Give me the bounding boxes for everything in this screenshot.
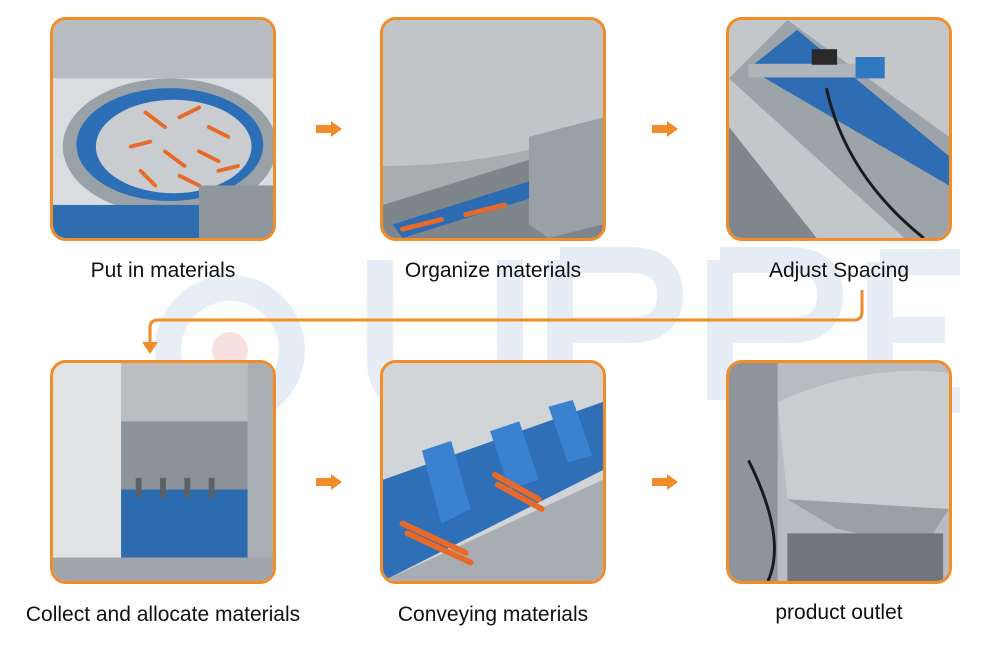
collecting-hopper-image	[53, 363, 273, 581]
step-1-label: Put in materials	[90, 259, 236, 282]
rotary-feeding-disc-image	[53, 20, 273, 238]
conveyor-sensor-image	[729, 20, 949, 238]
step-1-photo	[50, 17, 276, 241]
step-6-photo	[726, 360, 952, 584]
step-3-label: Adjust Spacing	[768, 259, 910, 282]
arrow-right-icon	[652, 121, 678, 137]
arrow-right-icon	[316, 474, 342, 490]
step-5-photo	[380, 360, 606, 584]
step-4-photo	[50, 360, 276, 584]
step-2-label: Organize materials	[404, 259, 582, 282]
step-6-label: product outlet	[775, 601, 903, 624]
guide-chute-image	[383, 20, 603, 238]
bucket-conveyor-image	[383, 363, 603, 581]
arrow-down-icon	[142, 342, 158, 354]
step-2-photo	[380, 17, 606, 241]
step-3-photo	[726, 17, 952, 241]
step-4-label: Collect and allocate materials	[25, 603, 301, 626]
arrow-right-icon	[652, 474, 678, 490]
step-5-label: Conveying materials	[397, 603, 589, 626]
arrow-right-icon	[316, 121, 342, 137]
output-drum-image	[729, 363, 949, 581]
